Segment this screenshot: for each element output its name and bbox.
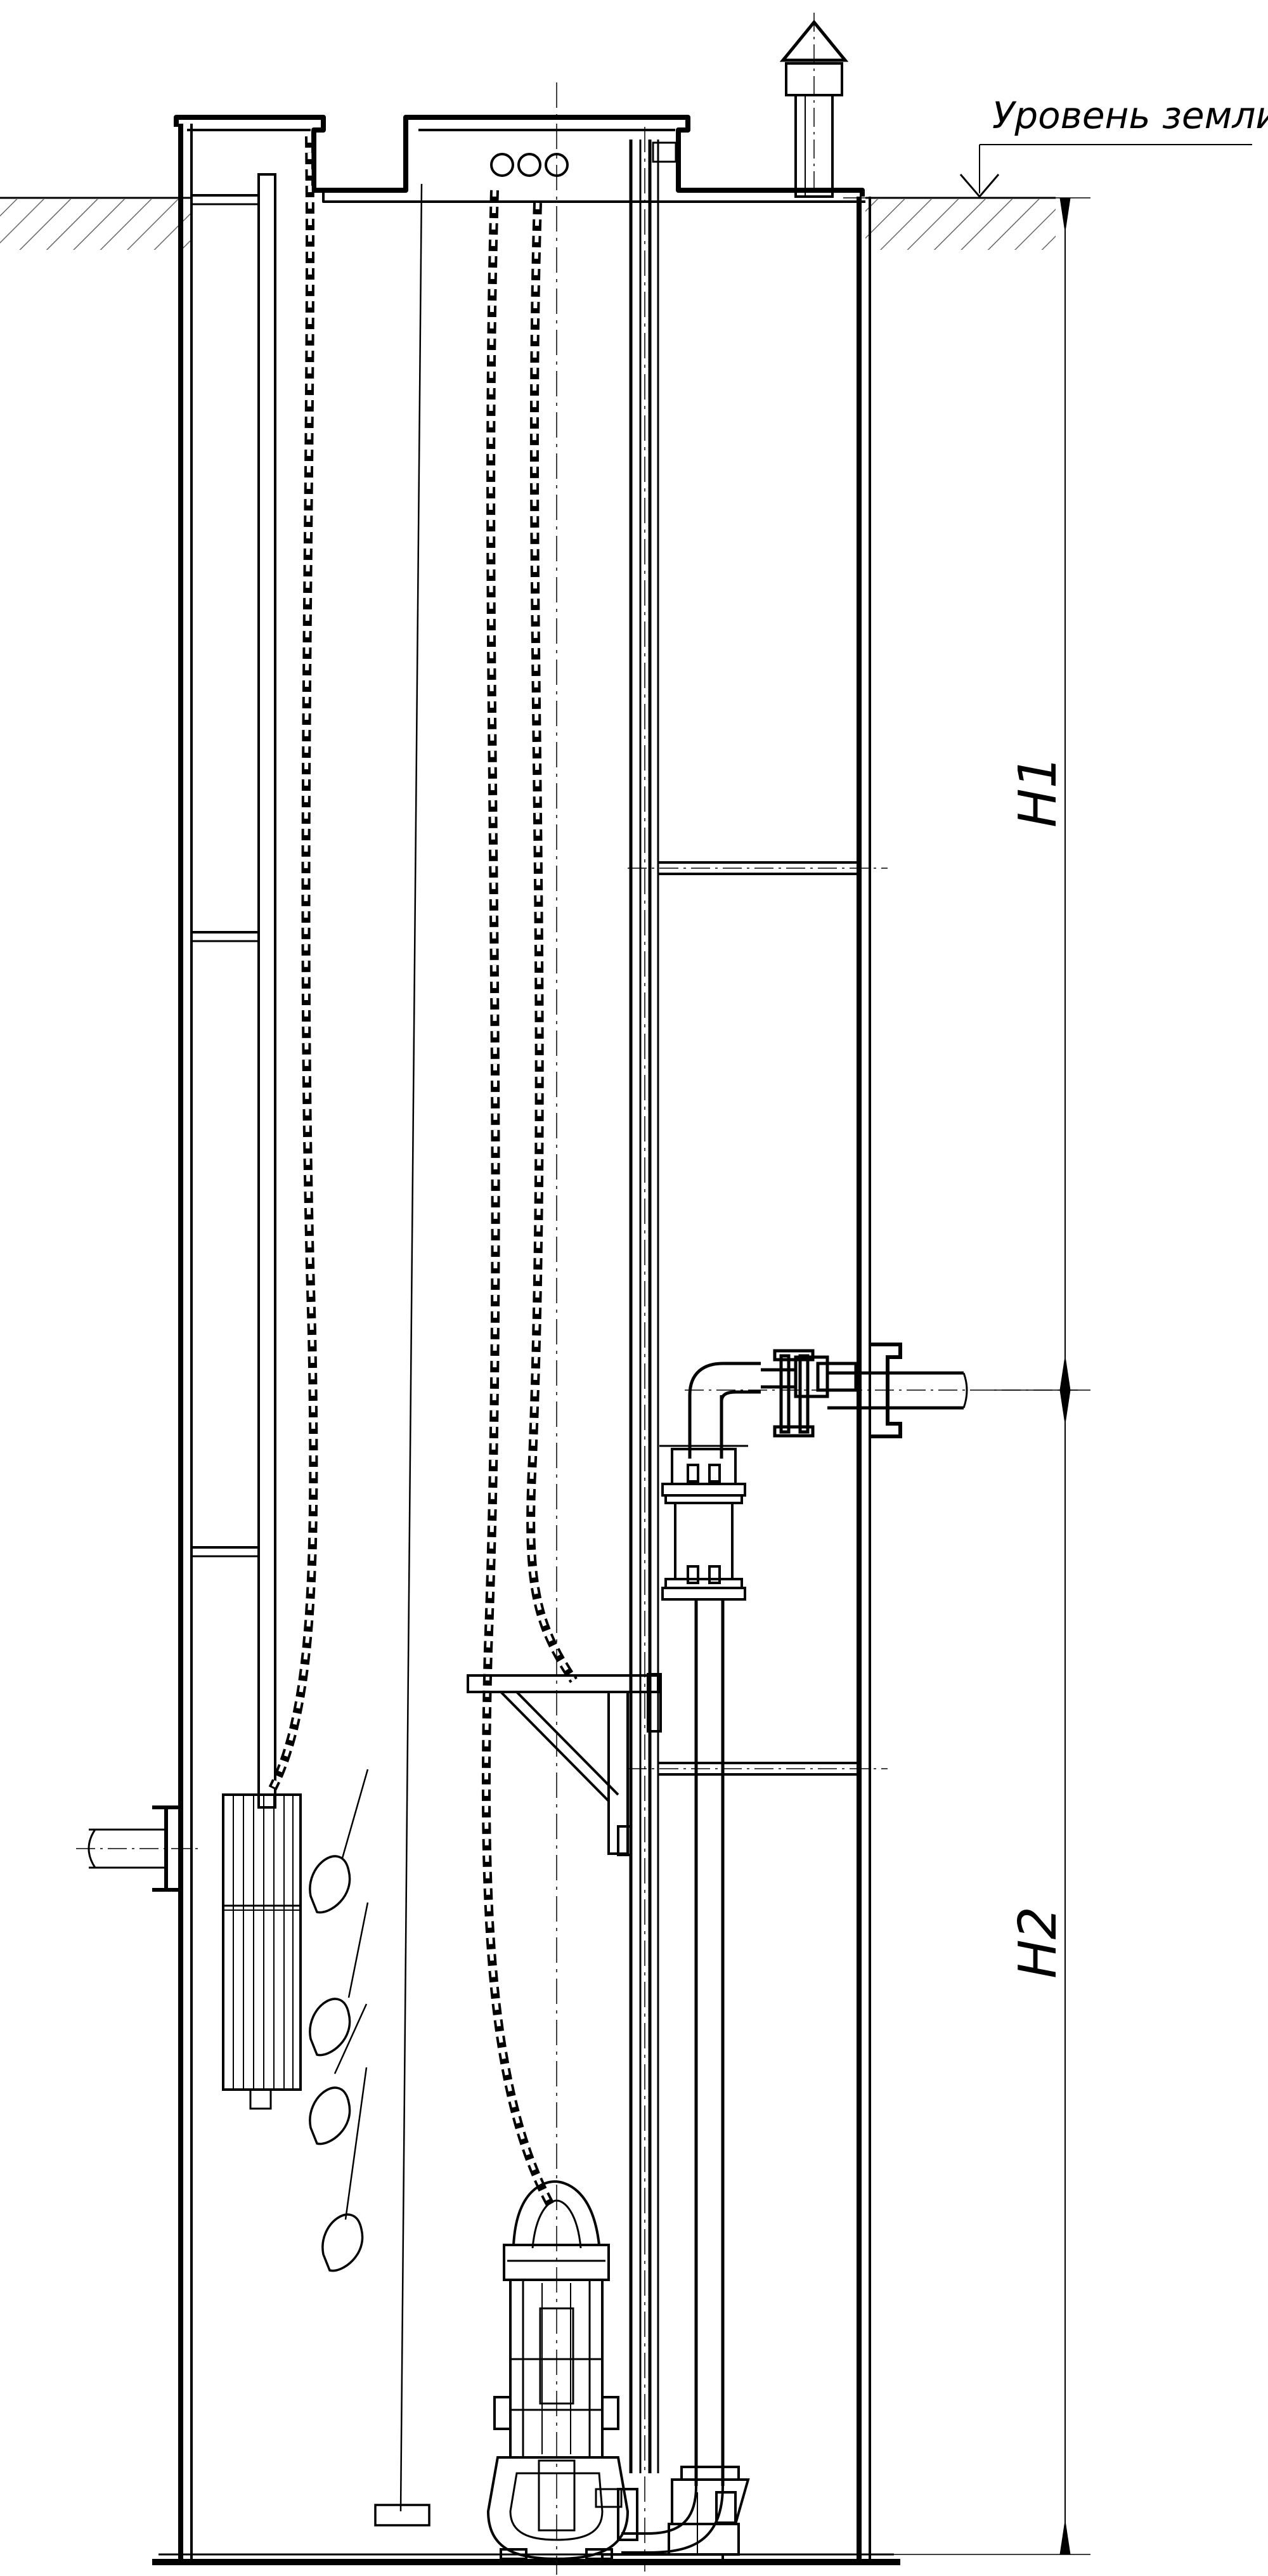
basket-chain — [268, 136, 318, 1791]
rail-bracket-lower — [628, 1762, 888, 1776]
cable-glands — [490, 153, 569, 177]
inlet-pipe — [76, 1805, 203, 1892]
ventilation-pipe — [779, 13, 849, 200]
check-valve — [659, 1445, 748, 1601]
ground-left — [0, 197, 190, 250]
ladder — [191, 173, 276, 1809]
dimension-h1-label: H1 — [1008, 755, 1068, 828]
float-switches — [309, 183, 430, 2527]
discharge-pipe — [685, 1343, 1078, 2486]
pump-chain — [481, 190, 556, 2209]
ground-right — [865, 197, 1056, 250]
guide-rails — [629, 127, 677, 2572]
support-chain — [526, 202, 578, 1683]
duck-foot-coupling — [601, 2466, 750, 2565]
rail-bracket-upper — [628, 861, 888, 875]
chain-support-bracket — [467, 1673, 662, 1856]
tank-body — [152, 124, 900, 2565]
ground-level-marker: Уровень земли — [959, 94, 1268, 198]
ground-level-label: Уровень земли — [992, 94, 1268, 137]
tank-cover — [174, 115, 865, 203]
dimension-lines — [843, 197, 1090, 2555]
submersible-pump — [486, 2180, 638, 2561]
trash-basket — [222, 1793, 302, 2110]
dimension-h2-label: H2 — [1008, 1906, 1068, 1979]
